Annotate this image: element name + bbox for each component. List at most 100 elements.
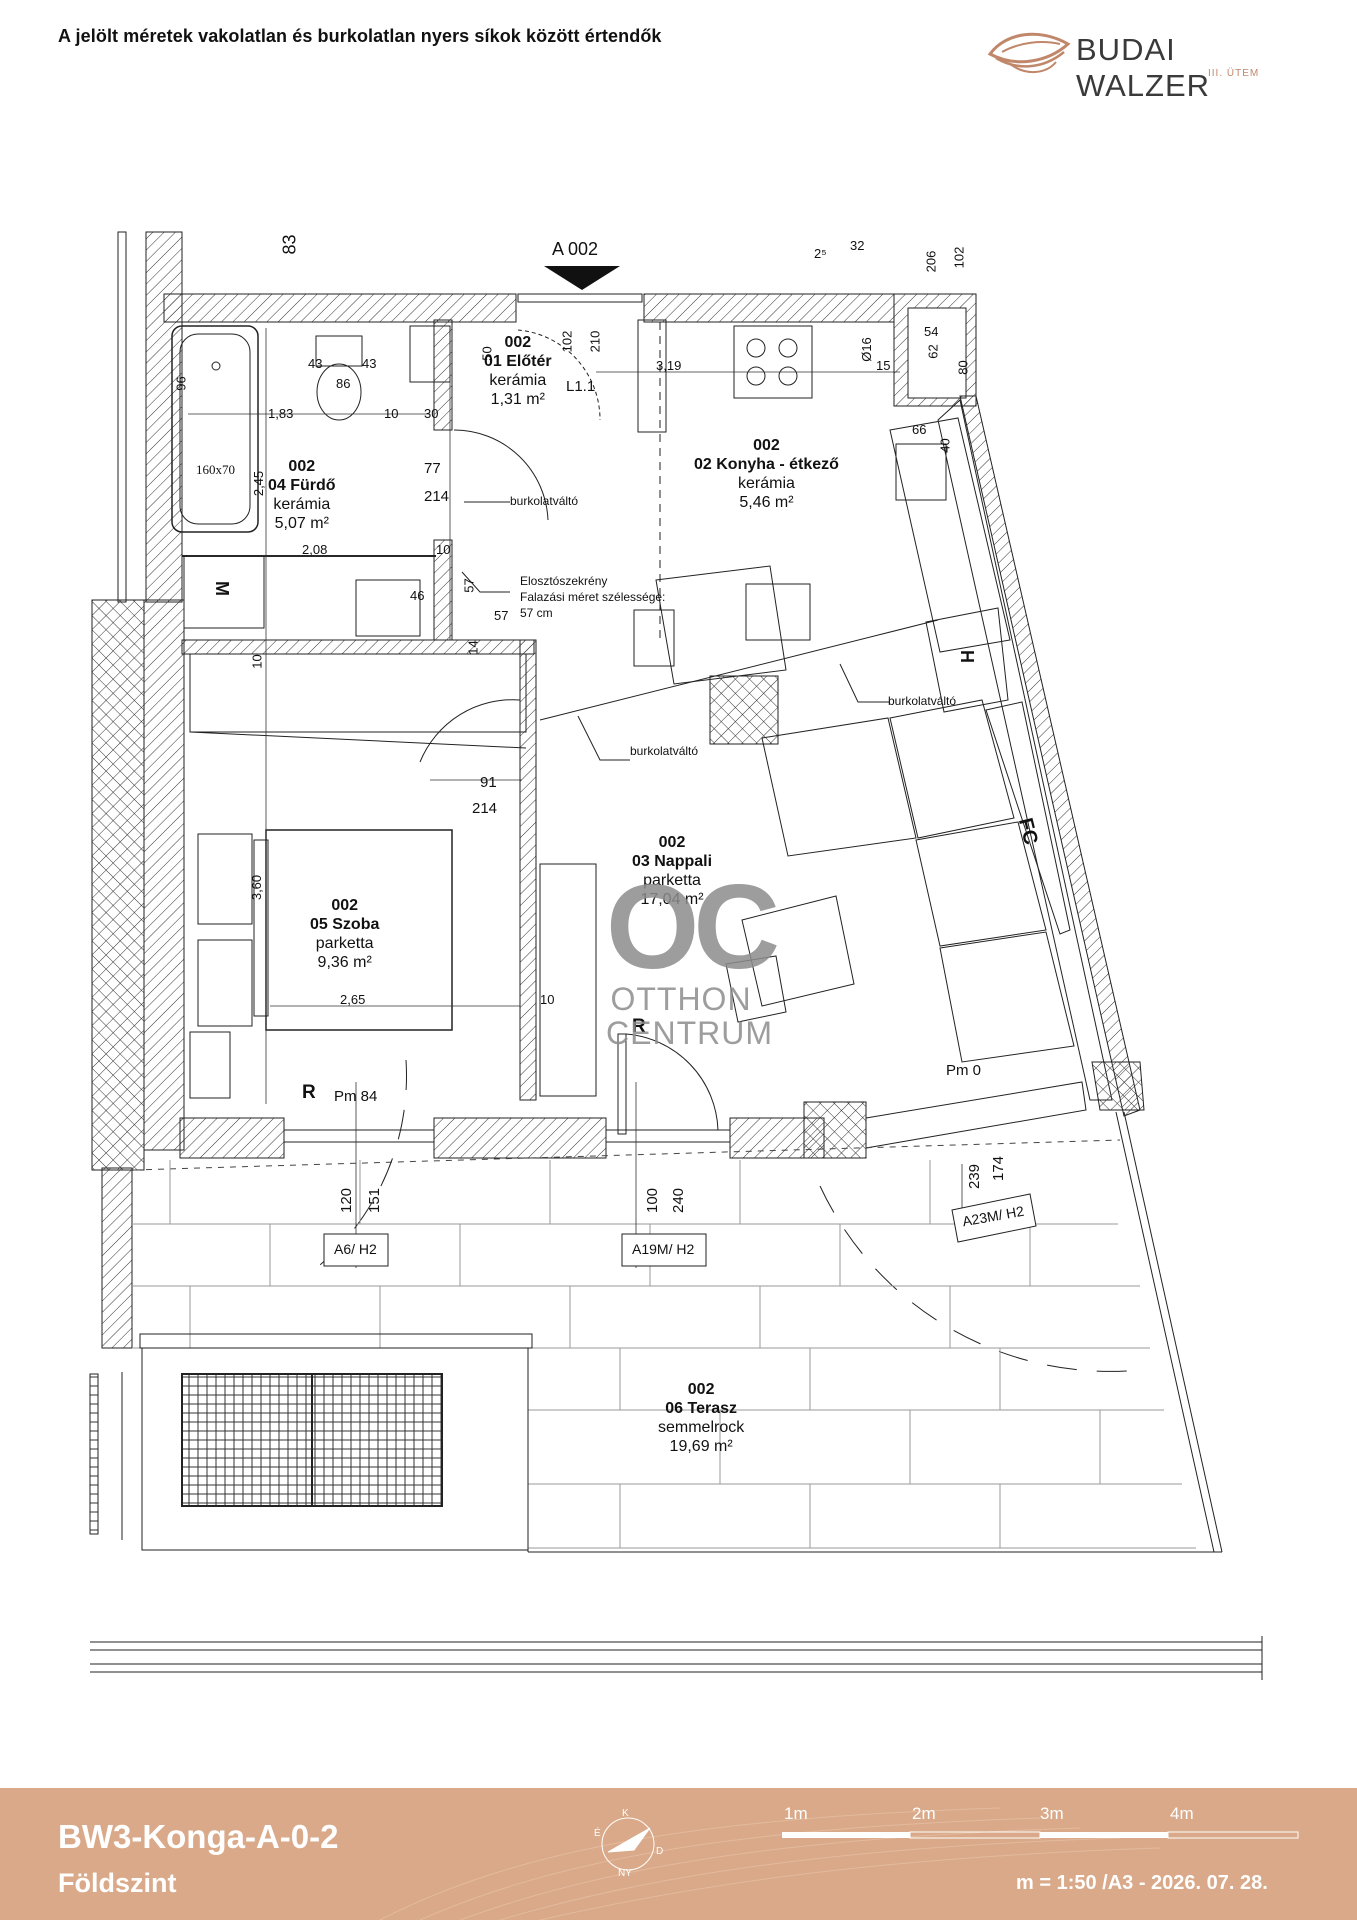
dim-120: 120 [338, 1187, 356, 1214]
brand-logo: BUDAI WALZER III. ÜTEM [986, 22, 1306, 103]
watermark-line2: CENTRUM [606, 1015, 773, 1051]
compass-e: É [594, 1828, 601, 1839]
dining-set [633, 565, 811, 745]
dim-183: 1,83 [268, 406, 294, 421]
dim-210: 210 [587, 330, 603, 353]
footer-bar: BW3-Konga-A-0-2 Földszint m = 1:50 /A3 -… [0, 1788, 1357, 1920]
compass-k: K [622, 1808, 629, 1819]
section-marker [544, 266, 620, 290]
scale-tick-4m: 4m [1170, 1804, 1194, 1823]
level-pm0: Pm 0 [946, 1062, 982, 1079]
plan-code: BW3-Konga-A-0-2 [58, 1818, 339, 1855]
dim-86: 86 [336, 376, 351, 391]
dim-102b: 102 [951, 246, 967, 269]
dim-43b: 43 [362, 356, 377, 371]
scale-bar [782, 1831, 1299, 1839]
sofa [725, 699, 1075, 1063]
footer-pattern [379, 1807, 1299, 1920]
dim-15: 15 [876, 358, 891, 373]
dim-83: 83 [279, 234, 300, 255]
floor-plan [89, 231, 1263, 1680]
dim-32: 32 [850, 238, 865, 253]
dim-43a: 43 [308, 356, 323, 371]
note-burkolatvalto-1: burkolatváltó [510, 494, 579, 508]
bottom-wall [133, 1081, 1121, 1171]
leaf-logo-icon [987, 32, 1071, 73]
dim-360: 3,60 [249, 874, 265, 901]
dim-57a: 57 [461, 578, 477, 593]
dim-102a: 102 [559, 330, 575, 353]
scale-tick-1m: 1m [784, 1804, 808, 1823]
dim-30: 30 [424, 406, 439, 421]
compass-ny: NY [618, 1868, 632, 1879]
section-marker-label: A 002 [552, 239, 599, 259]
r-label-1: R [302, 1082, 316, 1103]
bathtub-size: 160x70 [196, 462, 235, 477]
note-burkolatvalto-2: burkolatváltó [630, 744, 699, 758]
dim-10c: 10 [540, 992, 555, 1007]
watermark-logo: OC [606, 860, 780, 994]
floor-name: Földszint [58, 1868, 177, 1898]
interior-walls [181, 319, 939, 1101]
terrace-tag-frames [323, 1193, 1037, 1267]
scale-tick-2m: 2m [912, 1804, 936, 1823]
plan-note: A jelölt méretek vakolatlan és burkolatl… [58, 26, 662, 46]
level-pm84: Pm 84 [334, 1088, 378, 1105]
watermark: OC OTTHON CENTRUM [606, 860, 780, 1051]
dim-240: 240 [670, 1187, 688, 1214]
dim-10b: 10 [436, 542, 451, 557]
kitchen-fixtures [733, 325, 1011, 713]
m-label: M [212, 581, 232, 596]
h-label: H [957, 650, 977, 663]
dim-25: 2⁵ [814, 246, 827, 261]
compass-icon [601, 1817, 655, 1871]
dim-80: 80 [955, 360, 971, 375]
right-wall [937, 395, 1145, 1117]
tag-a6: A6/ H2 [334, 1241, 377, 1257]
dim-174: 174 [990, 1155, 1008, 1182]
dim-239: 239 [966, 1163, 984, 1190]
dim-62: 62 [925, 344, 941, 359]
note-falazasi-value: 57 cm [520, 606, 553, 620]
light-label: L1.1 [566, 378, 596, 395]
dim-10d: 10 [249, 654, 265, 669]
scale-date: m = 1:50 /A3 - 2026. 07. 28. [1016, 1872, 1268, 1894]
dim-245: 2,45 [251, 470, 267, 497]
dim-214a: 214 [424, 488, 450, 505]
scale-tick-3m: 3m [1040, 1804, 1064, 1823]
dim-319: 3,19 [656, 358, 682, 373]
dim-57b: 57 [494, 608, 509, 623]
brand-name: BUDAI WALZER [1076, 32, 1211, 103]
dim-96: 96 [173, 376, 189, 391]
watermark-line1: OTTHON [610, 981, 752, 1017]
dim-206: 206 [923, 250, 939, 273]
top-wall [163, 293, 977, 407]
dim-40: 40 [937, 438, 953, 453]
dim-16: Ø16 [858, 337, 874, 362]
left-walls [91, 231, 185, 1349]
dim-151: 151 [366, 1187, 384, 1214]
brand-subtitle: III. ÜTEM [1208, 68, 1260, 79]
dim-54: 54 [924, 324, 939, 339]
dim-100: 100 [644, 1187, 662, 1214]
dim-77: 77 [424, 460, 441, 477]
bedroom-furniture [189, 653, 597, 1099]
bathroom-fixtures [171, 325, 451, 637]
leader-lines [461, 501, 890, 761]
terrace-edges [121, 1111, 1223, 1553]
r-label-2: R [632, 1016, 646, 1037]
dim-91: 91 [480, 774, 497, 791]
dim-265: 2,65 [340, 992, 366, 1007]
dim-66: 66 [912, 422, 927, 437]
note-elosztoszekreny: Elosztószekrény [520, 574, 608, 588]
tag-a19: A19M/ H2 [632, 1241, 695, 1257]
compass-d: D [656, 1846, 664, 1857]
note-falazasi: Falazási méret szélessége: [520, 590, 666, 604]
dim-10a: 10 [384, 406, 399, 421]
